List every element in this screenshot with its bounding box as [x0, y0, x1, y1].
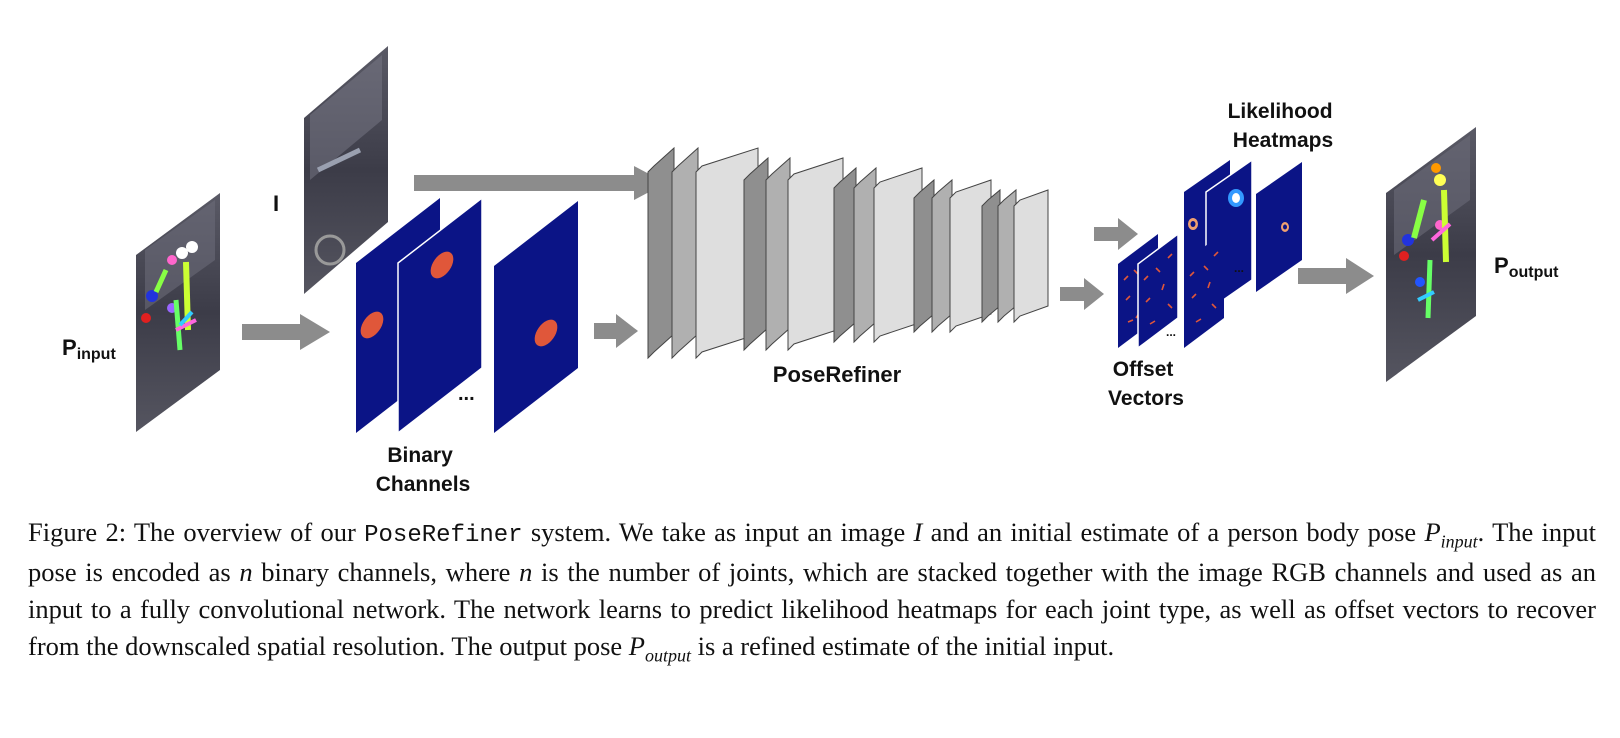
poserefiner-network: [647, 146, 1049, 360]
likelihood-heatmaps-label: Likelihood Heatmaps: [1228, 100, 1339, 152]
offset-vectors-label: Offset Vectors: [1108, 358, 1184, 410]
arrow-to-network: [594, 314, 638, 348]
arrow-to-output: [1298, 258, 1374, 294]
poserefiner-label: PoseRefiner: [773, 362, 902, 387]
arrow-to-binary: [242, 314, 330, 350]
conv-layer-7: [833, 166, 857, 344]
skip-arrow-image-to-network: [414, 166, 666, 200]
input-image: [304, 46, 388, 294]
offset-map-2: [1137, 232, 1179, 350]
p-output-label: Poutput: [1494, 253, 1559, 281]
conv-layer-5: [765, 156, 791, 352]
output-pose-image: [1386, 127, 1476, 382]
arrow-to-heatmaps: [1094, 218, 1138, 250]
poserefiner-overview-figure: Pinput I ... Binary Channels PoseRefine: [62, 46, 1559, 496]
conv-layer-4: [743, 156, 769, 352]
input-pose-image: [136, 193, 220, 432]
conv-layer-14: [997, 188, 1017, 324]
conv-layer-13: [981, 188, 1001, 324]
figure-number: Figure 2:: [28, 517, 127, 547]
heatmap-ellipsis: ...: [1234, 261, 1244, 275]
arrow-to-offsets: [1060, 278, 1104, 310]
conv-layer-8: [853, 166, 877, 344]
heatmap-n: [1256, 162, 1302, 292]
binary-channel-n: [494, 201, 578, 433]
binary-channels-label: Binary Channels: [376, 444, 471, 496]
conv-layer-11: [931, 178, 953, 334]
binary-ellipsis: ...: [458, 383, 475, 405]
p-input-label: Pinput: [62, 335, 116, 363]
conv-layer-1: [647, 146, 675, 360]
offset-map-n: [1184, 232, 1224, 348]
image-symbol-label: I: [273, 191, 279, 216]
conv-layer-10: [913, 178, 935, 334]
conv-layer-2: [671, 146, 699, 360]
figure-caption: Figure 2: The overview of our PoseRefine…: [28, 517, 1597, 666]
conv-layer-15: [1013, 189, 1049, 324]
offset-ellipsis: ...: [1166, 325, 1176, 339]
system-name: PoseRefiner: [364, 522, 523, 549]
binary-channel-2: [397, 196, 483, 435]
